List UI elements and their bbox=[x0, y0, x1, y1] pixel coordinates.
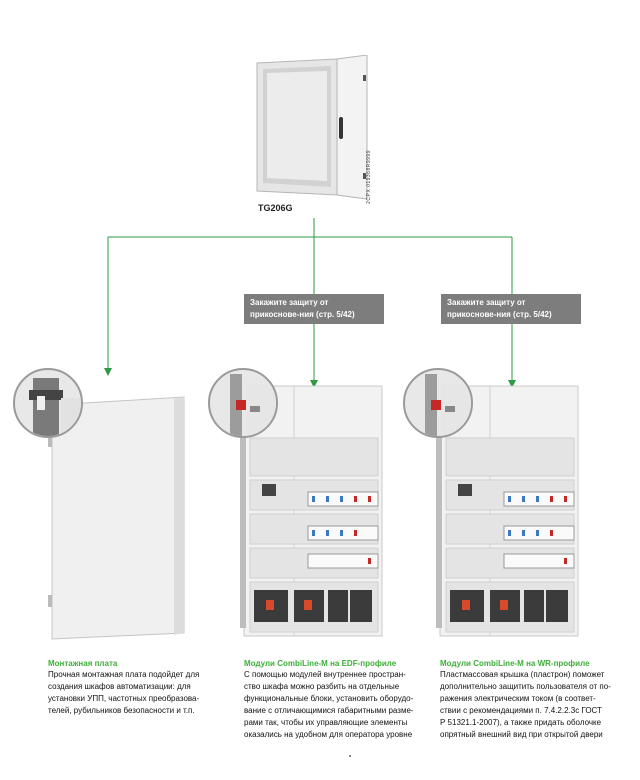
page-dot bbox=[349, 755, 351, 757]
detail-circle-plate bbox=[13, 368, 83, 438]
caption-line: телей, рубильников безопасности и т.п. bbox=[48, 706, 195, 715]
caption-mounting-plate: Монтажная плата Прочная монтажная плата … bbox=[48, 658, 218, 717]
caption-line: рами так, чтобы их управляющие элементы bbox=[244, 718, 408, 727]
caption-wr-modules: Модули CombiLine-M на WR-профиле Пластма… bbox=[440, 658, 625, 741]
caption-line: дополнительно защитить пользователя от п… bbox=[440, 682, 611, 691]
mounting-plate-image bbox=[48, 396, 185, 640]
side-code: 2CPX 019368R9999 bbox=[366, 150, 372, 204]
touch-protection-note-wr: Закажите защиту от прикоснове-ния (стр. … bbox=[441, 294, 581, 324]
caption-line: функциональные блоки, установить оборудо… bbox=[244, 694, 414, 703]
caption-line: установки УПП, частотных преобразова- bbox=[48, 694, 200, 703]
caption-line: Пластмассовая крышка (пластрон) поможет bbox=[440, 670, 605, 679]
caption-edf-modules: Модули CombiLine-M на EDF-профиле С помо… bbox=[244, 658, 429, 741]
caption-line: ствии с рекомендациями п. 7.4.2.2.3с ГОС… bbox=[440, 706, 602, 715]
product-code: TG206G bbox=[258, 203, 293, 213]
detail-circle-wr bbox=[403, 368, 473, 438]
caption-line: ражения электрическим током (в соответ- bbox=[440, 694, 596, 703]
caption-line: Р 51321.1-2007), а также придать оболочк… bbox=[440, 718, 602, 727]
touch-protection-note-edf: Закажите защиту от прикоснове-ния (стр. … bbox=[244, 294, 384, 324]
cabinet-image bbox=[256, 55, 368, 200]
caption-line: С помощью модулей внутреннее простран- bbox=[244, 670, 406, 679]
caption-line: создания шкафов автоматизации: для bbox=[48, 682, 191, 691]
caption-title: Модули CombiLine-M на EDF-профиле bbox=[244, 659, 397, 668]
caption-line: опрятный внешний вид при открытой двери bbox=[440, 730, 603, 739]
caption-line: Прочная монтажная плата подойдет для bbox=[48, 670, 200, 679]
caption-line: ство шкафа можно разбить на отдельные bbox=[244, 682, 400, 691]
caption-title: Модули CombiLine-M на WR-профиле bbox=[440, 659, 590, 668]
detail-circle-edf bbox=[208, 368, 278, 438]
caption-line: оказались на удобном для оператора уровн… bbox=[244, 730, 413, 739]
caption-title: Монтажная плата bbox=[48, 659, 118, 668]
caption-line: вание с отличающимися габаритными разме- bbox=[244, 706, 414, 715]
wr-module-panel-image bbox=[436, 385, 579, 637]
